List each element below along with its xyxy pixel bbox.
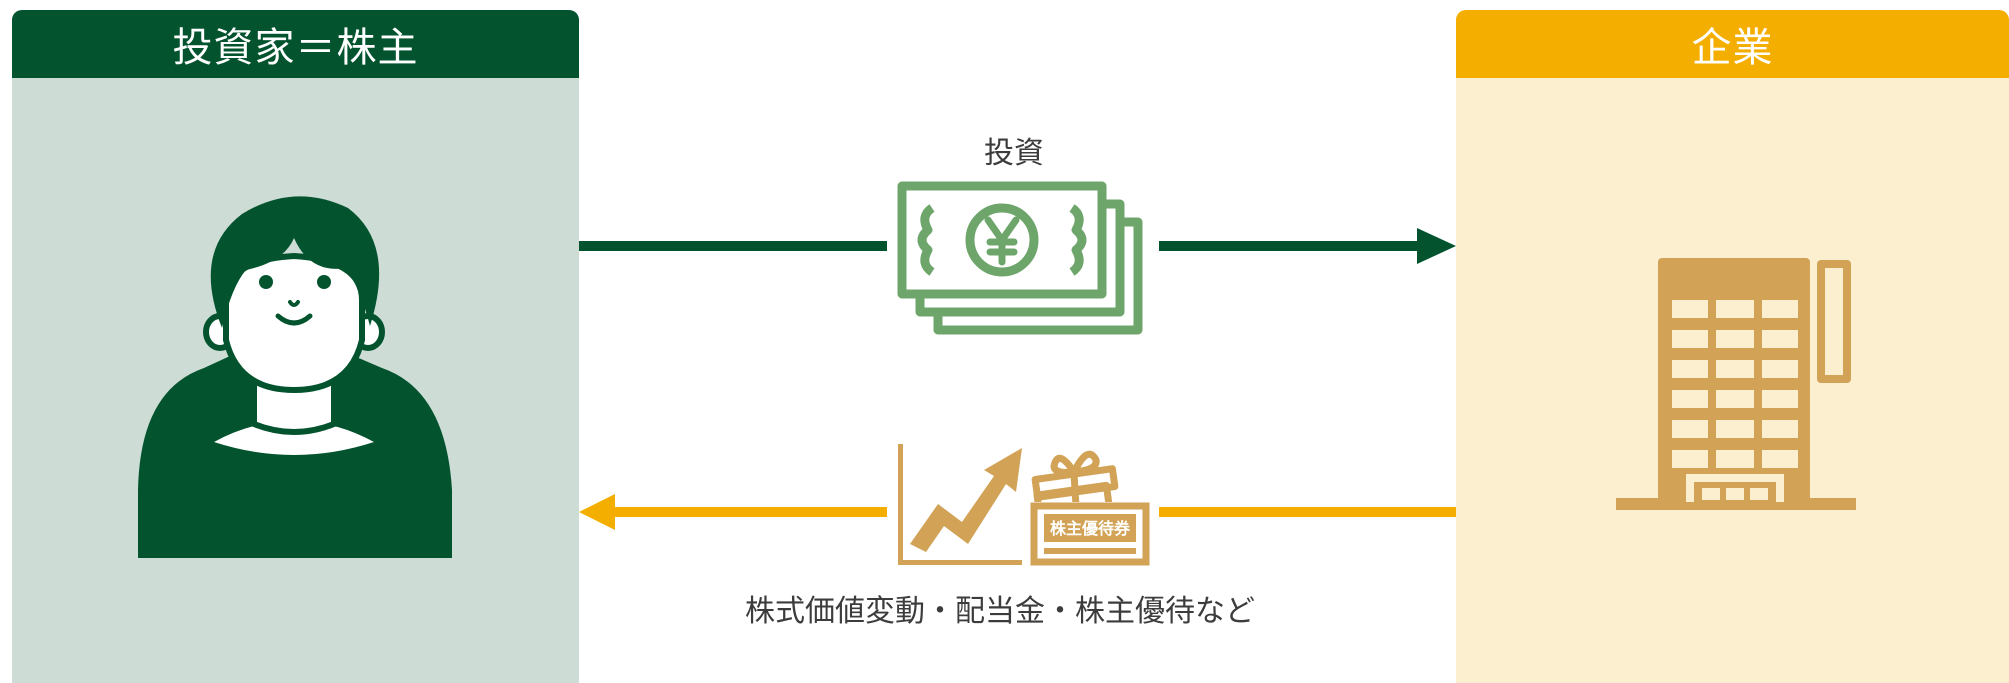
- yen-banknotes-icon: [897, 181, 1143, 335]
- returns-arrow: [579, 494, 1456, 530]
- returns-label: 株式価値変動・配当金・株主優待など: [745, 594, 1255, 629]
- company-panel: 企業: [1456, 10, 2009, 683]
- investment-label: 投資: [984, 136, 1044, 171]
- investor-panel: 投資家＝株主: [12, 10, 579, 683]
- office-building-icon: [1616, 258, 1856, 510]
- voucher-text: 株主優待券: [1050, 519, 1131, 538]
- gift-voucher-icon: 株主優待券: [1030, 450, 1150, 566]
- investment-arrow: [579, 228, 1456, 264]
- person-icon: [138, 196, 452, 558]
- company-title: 企業: [1456, 10, 2009, 78]
- investor-title: 投資家＝株主: [12, 10, 579, 78]
- rising-chart-icon: [898, 444, 1022, 565]
